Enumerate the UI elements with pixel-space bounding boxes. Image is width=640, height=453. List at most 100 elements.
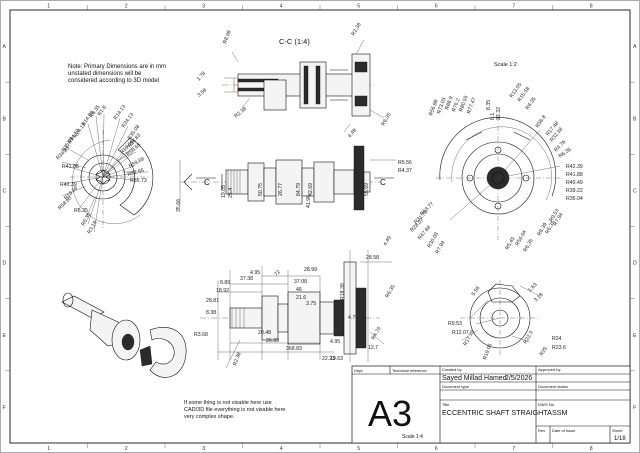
leader-line: [102, 151, 127, 178]
dim-label: R6.35: [74, 208, 88, 214]
zone-ticks: [5, 5, 635, 448]
dim-label: 20.48: [258, 330, 271, 336]
zone-label-row: E: [3, 333, 7, 339]
section-mark-right: C: [380, 178, 386, 187]
dim-label: R1.8: [97, 105, 108, 118]
dim-label: 72: [273, 269, 281, 277]
dim-label: R85.73: [130, 178, 147, 184]
leader-line: [87, 176, 104, 225]
dim-label: 18.92: [216, 288, 229, 294]
dim-label: 35.66: [176, 199, 182, 212]
zone-label-column: 7: [512, 4, 515, 10]
leader-line: [63, 176, 104, 185]
dim-label: R42.39: [566, 164, 583, 170]
section-mark-left: C: [204, 178, 210, 187]
created-date: 2/5/2026: [505, 375, 532, 382]
dim-label: R25: [539, 346, 549, 357]
tech-ref-label: Technical reference: [392, 368, 427, 373]
dim-label: R18.39: [340, 283, 346, 300]
leader-line: [497, 165, 561, 179]
dim-label: 22.32: [496, 107, 502, 120]
dim-label: 37.38: [240, 276, 253, 282]
dim-label: 3.59: [196, 87, 208, 98]
title-label: Title: [442, 402, 450, 407]
zone-label-column: 2: [125, 446, 128, 452]
dim-label: 46: [296, 287, 302, 293]
dim-label: R77.47: [466, 97, 477, 115]
zone-label-row: E: [633, 333, 637, 339]
leader-line: [77, 176, 104, 211]
zone-label-row: D: [3, 261, 7, 267]
dim-label: 50.75: [258, 183, 264, 196]
zone-label-column: 6: [435, 4, 438, 10]
svg-text:CAD/3D file everything is not: CAD/3D file everything is not visable he…: [184, 407, 286, 413]
dim-label: R3.68: [194, 332, 208, 338]
zone-label-column: 4: [280, 446, 283, 452]
dim-label: R4.37: [398, 168, 412, 174]
dim-label: 3.75: [306, 301, 316, 307]
zone-label-column: 7: [512, 446, 515, 452]
dim-label: R56.88: [428, 99, 439, 117]
leader-line: [102, 137, 135, 178]
dim-label: R19.05: [482, 343, 493, 361]
zone-label-column: 6: [435, 446, 438, 452]
sheet-number: 1/18: [614, 436, 626, 442]
dim-label: 84.79: [296, 183, 302, 196]
svg-text:Note: Primary Dimensions are i: Note: Primary Dimensions are in mm: [68, 64, 166, 70]
zone-label-column: 1: [47, 446, 50, 452]
zone-label-column: 1: [47, 4, 50, 10]
detail-scale-label: Scale 1:2: [494, 62, 517, 68]
dim-label: R23.6: [552, 345, 566, 351]
leader-line: [102, 173, 133, 178]
section-title: C-C (1:4): [279, 37, 310, 46]
dim-label: 1.78: [196, 71, 207, 83]
dim-label: 8.1: [490, 113, 496, 120]
leader-line: [475, 317, 501, 325]
dim-label: R42.39: [60, 182, 77, 188]
note-visibility: If some thing is not visable here use CA…: [184, 400, 286, 420]
dim-label: R76.2: [451, 98, 461, 113]
dim-label: 12.7: [368, 345, 378, 351]
section-view-cc: C-C (1:4) R8.68 R2.38 1.78 3.59 R2.38 4.…: [196, 22, 393, 139]
svg-text:considered according to 3D mod: considered according to 3D model: [68, 78, 159, 84]
zone-label-column: 3: [202, 446, 205, 452]
dim-label: R8.68: [222, 30, 232, 45]
leader-line: [449, 177, 499, 221]
zone-label-column: 2: [125, 4, 128, 10]
zone-label-row: B: [633, 116, 637, 122]
rev-label: Rev.: [538, 428, 546, 433]
zone-label-row: F: [633, 405, 636, 411]
leader-line: [102, 145, 135, 178]
dim-label: 28.81: [206, 298, 219, 304]
sheet-size: A3: [368, 393, 412, 434]
approved-by-label: Approved by: [538, 367, 560, 372]
zone-label-column: 5: [357, 446, 360, 452]
sheet-label: Sheet: [612, 428, 623, 433]
dim-label: 4.95: [330, 339, 340, 345]
dim-label: 25.4: [228, 188, 234, 198]
dim-label: 4.49: [347, 128, 358, 140]
dept-label: Dept.: [354, 368, 364, 373]
created-by-label: Created by: [442, 367, 462, 372]
dwg-no-label: DWG No.: [538, 402, 555, 407]
dim-label: R40.49: [566, 180, 583, 186]
zone-label-row: C: [3, 188, 7, 194]
dim-label: 4.95: [250, 270, 260, 276]
zone-label-column: 5: [357, 4, 360, 10]
doc-type-label: Document type: [442, 384, 470, 389]
dim-label: 41.96: [306, 195, 312, 208]
dim-label: R73.03: [436, 97, 447, 115]
drawing-title: ECCENTRIC SHAFT STRAIGHTASSM: [442, 408, 568, 417]
svg-text:very complex shape.: very complex shape.: [184, 414, 235, 420]
dim-label: 26.99: [266, 338, 279, 344]
dim-label: R9.53: [448, 321, 462, 327]
dim-label: 26.77: [278, 183, 284, 196]
leader-line: [87, 123, 104, 178]
isometric-view: [61, 292, 187, 378]
main-scale-label: Scale 1:4: [402, 434, 423, 440]
front-view-bottom: [200, 250, 380, 362]
dim-label: 8.38: [206, 310, 216, 316]
